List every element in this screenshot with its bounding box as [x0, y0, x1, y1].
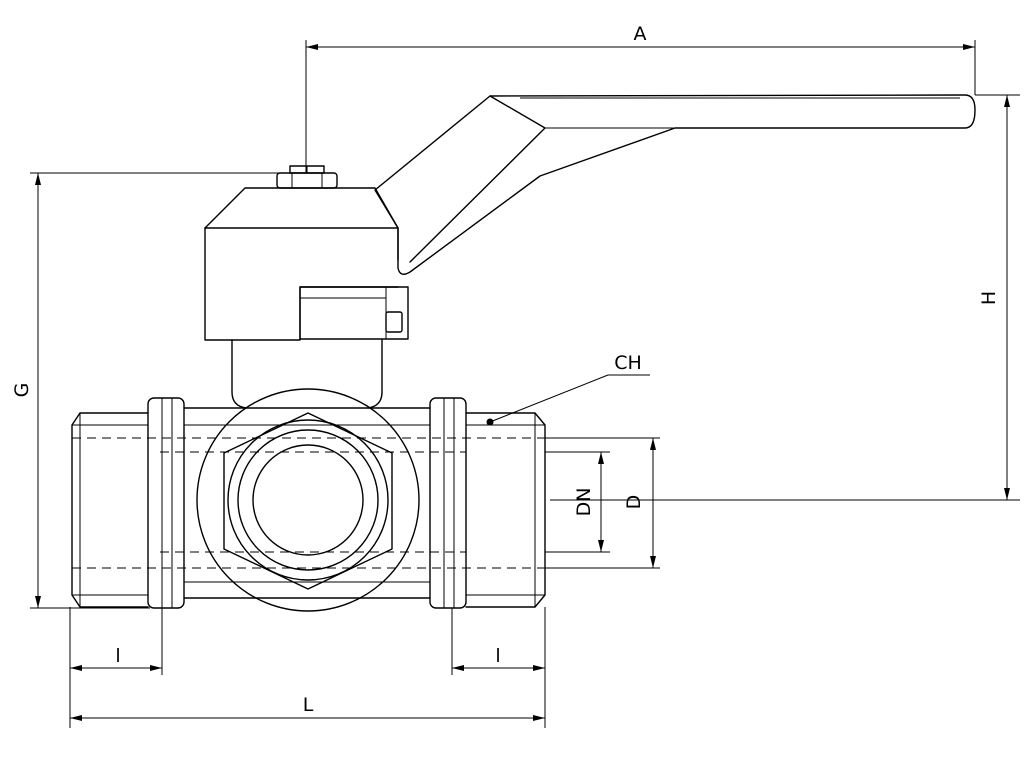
dimension-g: G [11, 172, 290, 609]
side-port [196, 388, 420, 612]
dimension-d-label: D [623, 495, 645, 510]
dimension-g-label: G [11, 383, 33, 398]
handle-lever [374, 94, 976, 275]
dimension-ch: CH [486, 352, 650, 426]
dimension-dn-d: DN D [545, 437, 660, 569]
dimension-h-label: H [978, 291, 1000, 305]
dimension-l-left: l [69, 607, 163, 728]
dimension-h: H [550, 94, 1020, 501]
dimension-l-total-label: L [303, 694, 314, 716]
dimension-a: A [305, 23, 976, 173]
dimension-a-label: A [634, 23, 647, 45]
dimension-l-right: l [451, 607, 546, 728]
dimension-dn-label: DN [573, 488, 595, 517]
stem-nut [276, 165, 338, 189]
dimension-l-total: L [70, 694, 545, 721]
stem-neck [231, 339, 383, 409]
handle-head [204, 187, 409, 341]
dimension-ch-label: CH [614, 352, 642, 374]
dimension-l-right-label: l [495, 645, 500, 667]
dimension-l-left-label: l [115, 645, 120, 667]
